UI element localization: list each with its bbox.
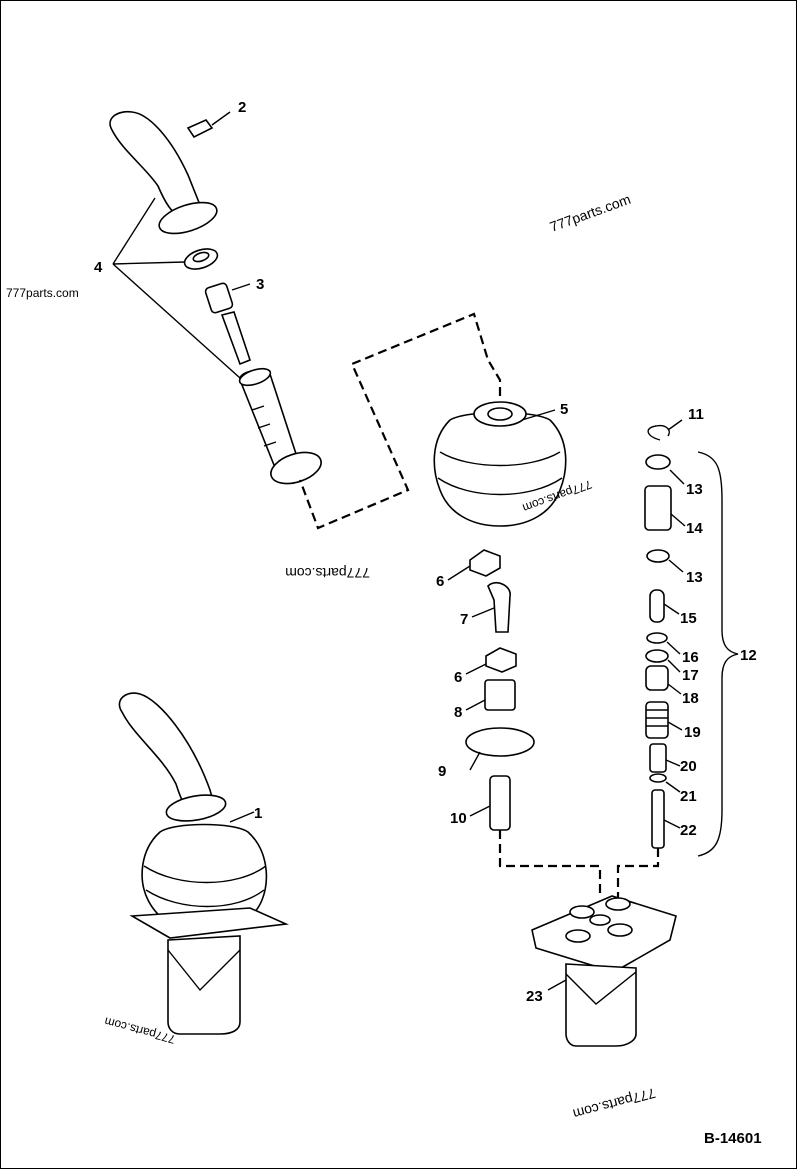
nut-part-6a bbox=[447, 549, 501, 581]
spring-part-19 bbox=[645, 701, 683, 739]
callout-12: 12 bbox=[740, 647, 757, 664]
washer-part-16 bbox=[646, 632, 681, 655]
coupler-part-8 bbox=[465, 679, 516, 711]
plunger-part-10 bbox=[469, 775, 511, 831]
callout-9: 9 bbox=[438, 763, 446, 780]
callout-8: 8 bbox=[454, 704, 462, 721]
leader-lines-4 bbox=[112, 197, 241, 379]
callout-18: 18 bbox=[682, 690, 699, 707]
callout-13a: 13 bbox=[686, 481, 703, 498]
handle-grip-part bbox=[109, 110, 218, 235]
boot-part-5 bbox=[433, 401, 567, 527]
dashed-connector-lines bbox=[298, 312, 660, 898]
washer-part-21 bbox=[649, 773, 681, 793]
watermark-bottom-right: 777parts.com bbox=[571, 1085, 657, 1122]
callout-3: 3 bbox=[256, 276, 264, 293]
callout-6b: 6 bbox=[454, 669, 462, 686]
callout-22: 22 bbox=[680, 822, 697, 839]
callout-6a: 6 bbox=[436, 573, 444, 590]
callout-14: 14 bbox=[686, 520, 703, 537]
watermark-bottom-left: 777parts.com bbox=[103, 1014, 177, 1046]
callout-15: 15 bbox=[680, 610, 697, 627]
spring-part-20 bbox=[649, 743, 681, 773]
plate-part-9 bbox=[465, 727, 535, 771]
callout-10: 10 bbox=[450, 810, 467, 827]
bracket-12 bbox=[697, 451, 739, 857]
watermark-left: 777parts.com bbox=[6, 286, 79, 300]
callout-11: 11 bbox=[688, 406, 704, 423]
callout-13b: 13 bbox=[686, 569, 703, 586]
valve-body-part-23 bbox=[531, 895, 677, 1047]
callout-4: 4 bbox=[94, 259, 103, 276]
oring-part-13b bbox=[646, 549, 684, 573]
callout-23: 23 bbox=[526, 988, 543, 1005]
cup-part-18 bbox=[645, 665, 682, 695]
oring-part-13a bbox=[645, 454, 685, 485]
assembled-control-part-1 bbox=[118, 692, 289, 1035]
clip-part-11 bbox=[647, 419, 683, 441]
nut-part-4 bbox=[183, 248, 219, 270]
callout-21: 21 bbox=[680, 788, 697, 805]
callout-5: 5 bbox=[560, 401, 568, 418]
nut-part-6b bbox=[465, 647, 517, 675]
callout-19: 19 bbox=[684, 724, 701, 741]
callout-20: 20 bbox=[680, 758, 697, 775]
lever-tube-part bbox=[238, 367, 322, 485]
callout-16: 16 bbox=[682, 649, 699, 666]
callout-17: 17 bbox=[682, 667, 699, 684]
watermark-middle: 777parts.com bbox=[285, 565, 370, 581]
screw-part-2 bbox=[186, 111, 231, 139]
guide-part-14 bbox=[644, 485, 686, 531]
spool-part-22 bbox=[651, 789, 681, 849]
callout-2: 2 bbox=[238, 99, 246, 116]
callout-1: 1 bbox=[254, 805, 262, 822]
switch-part-3 bbox=[204, 282, 251, 366]
callout-7: 7 bbox=[460, 611, 468, 628]
diagram-code: B-14601 bbox=[704, 1130, 762, 1147]
stud-part-7 bbox=[471, 581, 511, 633]
seal-part-17 bbox=[645, 649, 681, 673]
pin-part-15 bbox=[649, 589, 680, 623]
watermark-top-right: 777parts.com bbox=[548, 191, 633, 235]
